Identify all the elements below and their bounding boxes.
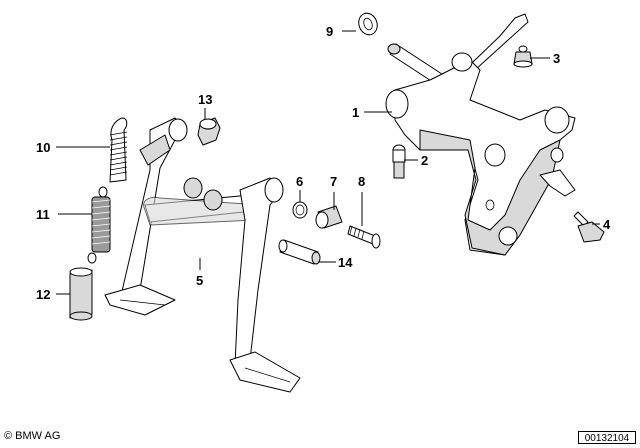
label-9: 9 [326, 24, 333, 39]
part-14-pin [278, 239, 321, 265]
copyright-text: © BMW AG [4, 430, 61, 442]
label-13: 13 [198, 92, 212, 107]
part-10-spring [109, 117, 128, 183]
label-4: 4 [603, 217, 611, 232]
label-6: 6 [296, 174, 303, 189]
part-6-circlip [292, 201, 308, 219]
part-5-center-stand [104, 117, 301, 393]
part-13-bush [197, 117, 221, 146]
label-12: 12 [36, 287, 50, 302]
leader-lines [56, 30, 600, 295]
part-3-buffer [513, 45, 533, 68]
part-11-spring [87, 186, 111, 264]
label-10: 10 [36, 140, 50, 155]
part-12-sleeve [69, 267, 93, 321]
part-4-buffer [573, 211, 605, 243]
label-2: 2 [421, 153, 428, 168]
part-8-bolt [347, 225, 381, 249]
part-9-washer [358, 12, 449, 89]
part-labels: 9 1 2 3 4 13 5 6 7 8 10 11 12 14 [36, 24, 611, 302]
part-1-bracket [385, 13, 576, 256]
part-2-screw [392, 144, 406, 179]
label-3: 3 [553, 51, 560, 66]
label-1: 1 [352, 105, 359, 120]
part-7-bushing [315, 205, 343, 229]
label-7: 7 [330, 174, 337, 189]
label-14: 14 [338, 255, 353, 270]
label-11: 11 [36, 207, 50, 222]
label-8: 8 [358, 174, 365, 189]
label-5: 5 [196, 273, 203, 288]
document-number: 00132104 [578, 431, 636, 444]
